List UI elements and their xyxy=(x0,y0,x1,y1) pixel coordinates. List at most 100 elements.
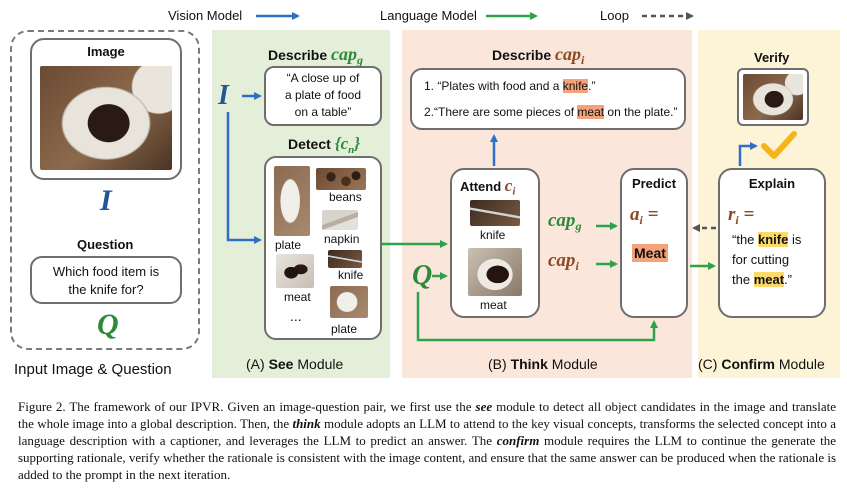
caption-think: think xyxy=(292,416,321,431)
input-image-symbol: I xyxy=(100,184,112,217)
think-desc2-highlight: meat xyxy=(577,105,605,119)
see-detect-label: Detect {cn} xyxy=(288,134,360,156)
predict-answer: Meat xyxy=(632,244,668,262)
think-describe-sub: i xyxy=(581,52,585,67)
detect-thumb-plate-2 xyxy=(330,286,368,318)
see-caption-line2: a plate of food xyxy=(284,88,362,102)
think-q-symbol: Q xyxy=(412,260,433,291)
attend-symbol: c xyxy=(504,176,513,195)
think-capi-symbol: capi xyxy=(548,250,579,274)
input-image-photo xyxy=(40,66,172,170)
see-module-bold: See xyxy=(268,356,294,372)
legend-vision-label: Vision Model xyxy=(168,8,243,23)
caption-confirm: confirm xyxy=(496,433,540,448)
think-desc1-highlight: knife xyxy=(562,79,589,93)
see-caption-card: “A close up of a plate of food on a tabl… xyxy=(264,66,382,126)
see-describe-text: Describe xyxy=(268,47,328,63)
confirm-module-bold: Confirm xyxy=(721,356,775,372)
question-symbol: Q xyxy=(97,308,119,341)
vision-arrow-explain-to-verify xyxy=(738,142,758,166)
rationale-line3-post: .” xyxy=(784,272,792,287)
rationale-line3: the meat.” xyxy=(732,272,792,287)
see-describe-symbol: cap xyxy=(331,44,358,64)
caption-part2: module to detect all object candidates i… xyxy=(18,399,836,431)
detect-thumb-beans xyxy=(316,168,366,190)
detect-object-plate-2: plate xyxy=(331,322,358,336)
legend-loop-label: Loop xyxy=(600,8,629,23)
think-desc-card: 1. “Plates with food and a knife.” 2.“Th… xyxy=(410,68,686,130)
predict-symbol: ai = xyxy=(630,204,658,228)
verify-label: Verify xyxy=(754,50,790,65)
predict-card: Predict ai = Meat xyxy=(620,168,688,318)
rationale-line1-post: is xyxy=(788,232,802,247)
attend-label-text: Attend xyxy=(460,179,502,194)
input-image-title: Image xyxy=(87,44,125,59)
lm-arrow-q-to-predict xyxy=(416,292,658,342)
confirm-module-label: (C) Confirm Module xyxy=(698,356,825,372)
see-detect-card: plate beans napkin meat knife plate ... xyxy=(264,156,382,340)
confirm-module-suffix: Module xyxy=(775,356,825,372)
detect-thumb-meat xyxy=(276,254,314,288)
explain-label: Explain xyxy=(748,176,796,191)
think-desc1-post: .” xyxy=(588,79,596,93)
detect-object-meat: meat xyxy=(284,290,311,304)
think-capi-sub: i xyxy=(575,259,579,274)
attend-label: Attend ci xyxy=(460,176,515,198)
rationale-line1: “the knife is xyxy=(732,232,801,247)
think-module-prefix: (B) xyxy=(488,356,511,372)
predict-symbol-sub: i xyxy=(639,213,643,228)
see-caption-line3: on a table” xyxy=(294,105,352,119)
think-desc2-pre: 2.“There are some pieces of xyxy=(424,105,578,119)
attend-thumb-knife xyxy=(470,200,520,226)
see-module-prefix: (A) xyxy=(246,356,269,372)
input-panel-label: Input Image & Question xyxy=(14,361,172,378)
detect-thumb-plate-1 xyxy=(274,166,310,236)
think-describe-label: Describe capi xyxy=(492,44,584,68)
think-module-bold: Think xyxy=(510,356,548,372)
attend-thumb-meat xyxy=(468,248,522,296)
rationale-line1-highlight: knife xyxy=(758,232,789,247)
rationale-symbol-eq: = xyxy=(738,204,755,225)
detect-object-knife: knife xyxy=(338,268,364,282)
caption-part4: module requires the LLM to continue the … xyxy=(18,433,837,482)
question-text-line1: Which food item is xyxy=(52,264,160,279)
see-detect-close: } xyxy=(354,134,361,153)
rationale-line3-pre: the xyxy=(732,272,754,287)
see-caption-line1: “A close up of xyxy=(286,71,360,85)
question-card: Which food item is the knife for? xyxy=(30,256,182,304)
think-capg-sub: g xyxy=(575,219,582,234)
explain-card: Explain ri = “the knife is for cutting t… xyxy=(718,168,826,318)
attend-card: Attend ci knife meat xyxy=(450,168,540,318)
rationale-line3-highlight: meat xyxy=(753,272,785,287)
input-panel xyxy=(10,30,200,350)
think-capi-text: cap xyxy=(548,250,576,271)
detect-thumb-napkin xyxy=(322,210,358,230)
see-module-suffix: Module xyxy=(293,356,344,372)
think-desc1-pre: 1. “Plates with food and a xyxy=(424,79,563,93)
detect-object-beans: beans xyxy=(329,190,362,204)
attend-sub: i xyxy=(512,185,516,198)
attend-object-meat: meat xyxy=(480,298,507,312)
rationale-line2: for cutting xyxy=(732,252,790,267)
rationale-symbol-sub: i xyxy=(735,213,739,228)
attend-object-knife: knife xyxy=(480,228,506,242)
input-image-card: Image xyxy=(30,38,182,180)
think-desc2-post: on the plate.” xyxy=(604,105,678,119)
vision-arrow-to-detect xyxy=(226,112,262,244)
predict-symbol-text: a xyxy=(630,204,640,225)
rationale-symbol-text: r xyxy=(728,204,736,225)
detect-thumb-knife xyxy=(328,250,362,268)
see-detect-text: Detect xyxy=(288,136,331,152)
see-input-symbol: I xyxy=(218,80,229,111)
see-detect-sub: n xyxy=(348,143,355,156)
think-capg-symbol: capg xyxy=(548,210,581,234)
caption-see: see xyxy=(475,399,493,414)
think-module-label: (B) Think Module xyxy=(488,356,598,372)
detect-object-plate-1: plate xyxy=(275,238,302,252)
think-describe-text: Describe xyxy=(492,47,552,63)
check-icon xyxy=(761,131,797,159)
see-describe-sub: g xyxy=(357,52,364,67)
think-desc-line2: 2.“There are some pieces of meat on the … xyxy=(424,105,677,119)
think-desc-line1: 1. “Plates with food and a knife.” xyxy=(424,79,595,93)
